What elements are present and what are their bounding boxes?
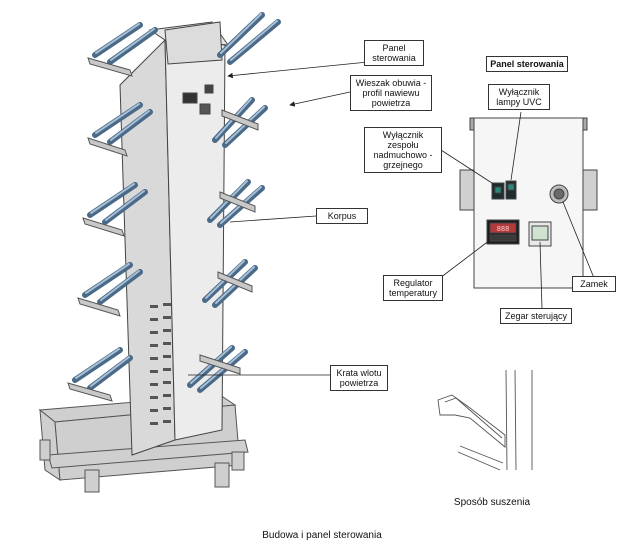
regulator-display: 888 (497, 226, 510, 234)
label-korpus: Korpus (316, 208, 368, 224)
caption-sposob-suszenia: Sposób suszenia (453, 497, 531, 508)
label-panel-sterowania: Panel sterowania (364, 40, 424, 66)
label-zegar: Zegar sterujący (500, 308, 572, 324)
hanger-brackets-right (199, 109, 259, 375)
control-panel-drawing (459, 117, 598, 289)
label-regulator: Regulator temperatury (383, 275, 443, 301)
label-wieszak-obuwia: Wieszak obuwia - profil nawiewu powietrz… (350, 75, 432, 111)
label-wylacznik-uvc: Wyłącznik lampy UVC (488, 84, 550, 110)
leader-lines-left (188, 61, 369, 376)
korpus-body (119, 21, 230, 456)
hanger-tubes-left (72, 22, 158, 391)
label-wylacznik-zespolu: Wyłącznik zespołu nadmuchowo - grzejnego (364, 127, 442, 173)
krata-grille (150, 303, 171, 425)
caption-main: Budowa i panel sterowania (262, 530, 382, 541)
hanger-brackets-left (67, 57, 133, 402)
leader-lines-right (439, 111, 595, 309)
label-zamek: Zamek (572, 276, 616, 292)
drying-method-sketch (437, 369, 533, 471)
hanger-tubes-left-shine (75, 23, 155, 387)
panel-title: Panel sterowania (486, 56, 568, 72)
label-krata-wlotu: Krata wlotu powietrza (330, 365, 388, 391)
